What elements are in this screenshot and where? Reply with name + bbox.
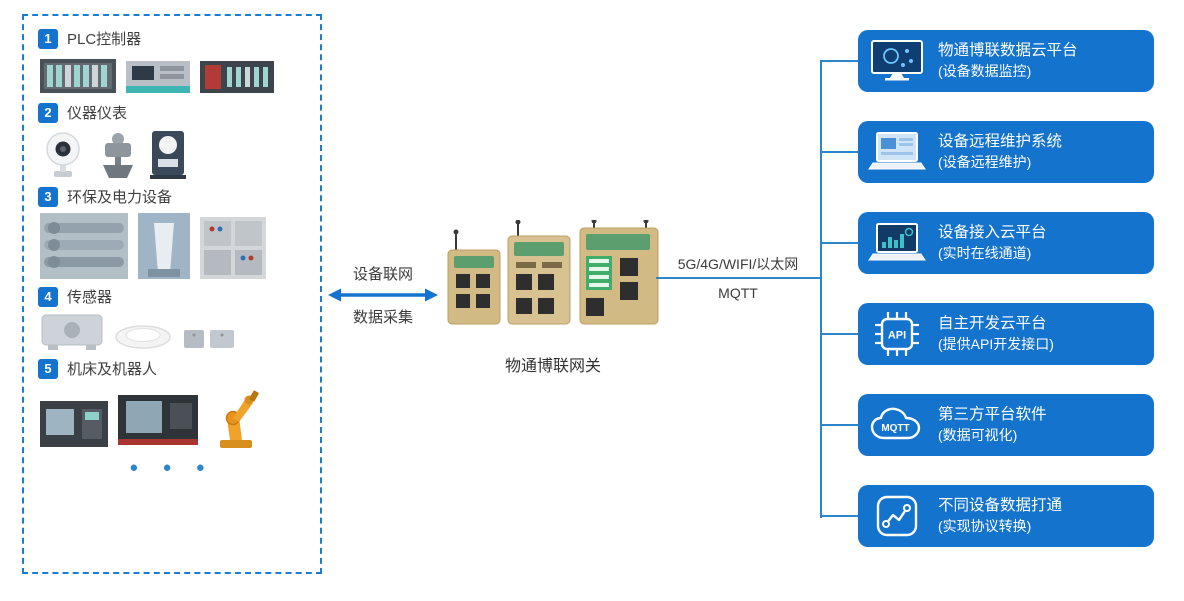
category-header: 3 环保及电力设备 — [38, 186, 306, 207]
gateway-label: 物通博联网关 — [504, 358, 601, 375]
laptop-remote-icon — [866, 131, 928, 173]
mqtt-icon-text: MQTT — [881, 423, 909, 434]
category-header: 2 仪器仪表 — [38, 102, 306, 123]
branch-line-6 — [820, 515, 858, 517]
category-number-badge: 1 — [38, 28, 58, 49]
category-environment-power: 3 环保及电力设备 — [38, 186, 306, 279]
platform-box-remote-maintenance: 设备远程维护系统 (设备远程维护) — [858, 121, 1154, 183]
platform-title: 自主开发云平台 — [938, 315, 1047, 333]
camera-image — [46, 132, 80, 177]
cnc-machine-image — [40, 401, 108, 447]
gateway-to-trunk-line — [656, 277, 822, 279]
line-chart-icon — [866, 493, 928, 539]
laptop-cloud-icon — [866, 222, 928, 264]
trunk-line — [820, 60, 822, 518]
more-devices-ellipsis: ● ● ● — [129, 459, 215, 476]
smoke-detector-image — [115, 325, 171, 349]
branch-line-5 — [820, 424, 858, 426]
category-number-badge: 2 — [38, 102, 58, 123]
category-label: 仪器仪表 — [67, 105, 128, 122]
category-sensors: 4 传感器 — [38, 286, 306, 351]
platform-box-text: 设备接入云平台 (实时在线通道) — [938, 222, 1047, 263]
platform-box-text: 不同设备数据打通 (实现协议转换) — [938, 495, 1062, 536]
door-sensor-image — [184, 330, 234, 348]
sensor-box-image — [41, 314, 103, 350]
platform-title: 不同设备数据打通 — [938, 497, 1063, 515]
valve-image — [103, 133, 133, 178]
platform-box-data-cloud: 物通博联数据云平台 (设备数据监控) — [858, 30, 1154, 92]
device-types-panel: 1 PLC控制器 — [22, 14, 322, 574]
link-mqtt-label: MQTT — [718, 285, 758, 301]
platform-box-api: API 自主开发云平台 (提供API开发接口) — [858, 303, 1154, 365]
link-protocols-label: 5G/4G/WIFI/以太网 — [677, 256, 799, 272]
platform-box-text: 物通博联数据云平台 (设备数据监控) — [938, 40, 1078, 81]
plc-cpu-image — [200, 61, 274, 93]
platform-subtitle: (设备远程维护) — [938, 154, 1032, 171]
category-header: 5 机床及机器人 — [38, 358, 306, 379]
platform-box-data-bridge: 不同设备数据打通 (实现协议转换) — [858, 485, 1154, 547]
category-number-badge: 5 — [38, 358, 58, 379]
category-number-badge: 4 — [38, 286, 58, 307]
double-arrow-icon — [328, 288, 438, 302]
robot-arm-image — [220, 390, 259, 448]
environment-images-row — [40, 213, 304, 279]
platform-box-text: 第三方平台软件 (数据可视化) — [938, 404, 1047, 445]
branch-line-1 — [820, 60, 858, 62]
category-header: 1 PLC控制器 — [38, 28, 306, 49]
gateway-devices-image — [446, 218, 660, 341]
industrial-pipes-image — [40, 213, 128, 279]
branch-line-3 — [820, 242, 858, 244]
plc-images-row — [40, 55, 304, 95]
platform-box-text: 自主开发云平台 (提供API开发接口) — [938, 313, 1054, 354]
api-icon-text: API — [888, 330, 906, 342]
machine-images-row — [40, 385, 304, 449]
device-link-arrow-group: 设备联网 数据采集 — [326, 263, 440, 327]
platform-box-third-party: MQTT 第三方平台软件 (数据可视化) — [858, 394, 1154, 456]
platform-title: 设备远程维护系统 — [938, 133, 1063, 151]
machining-center-image — [118, 395, 198, 445]
category-label: 环保及电力设备 — [67, 189, 173, 206]
category-header: 4 传感器 — [38, 286, 306, 307]
platform-title: 物通博联数据云平台 — [938, 42, 1078, 60]
platform-subtitle: (提供API开发接口) — [938, 336, 1054, 353]
electric-cabinet-image — [200, 217, 266, 279]
api-chip-icon: API — [866, 311, 928, 357]
platform-subtitle: (数据可视化) — [938, 427, 1018, 444]
platform-subtitle: (设备数据监控) — [938, 63, 1032, 80]
platform-subtitle: (实时在线通道) — [938, 245, 1032, 262]
category-label: PLC控制器 — [67, 31, 142, 48]
arrow-label-top: 设备联网 — [352, 266, 413, 283]
platform-title: 设备接入云平台 — [938, 224, 1047, 242]
power-meter-image — [150, 131, 186, 179]
category-label: 传感器 — [67, 289, 113, 306]
platform-box-text: 设备远程维护系统 (设备远程维护) — [938, 131, 1062, 172]
arrow-label-bottom: 数据采集 — [352, 309, 413, 326]
category-number-badge: 3 — [38, 186, 58, 207]
plc-module-image — [126, 61, 190, 93]
category-instruments: 2 仪器仪表 — [38, 102, 306, 179]
monitor-dashboard-icon — [866, 39, 928, 83]
mqtt-cloud-icon: MQTT — [866, 405, 928, 445]
branch-line-4 — [820, 333, 858, 335]
branch-line-2 — [820, 151, 858, 153]
gateway-devices-svg — [447, 218, 659, 325]
plant-tower-image — [138, 213, 190, 279]
category-plc: 1 PLC控制器 — [38, 28, 306, 95]
platform-subtitle: (实现协议转换) — [938, 518, 1032, 535]
sensor-images-row — [40, 313, 304, 351]
category-machines: 5 机床及机器人 — [38, 358, 306, 449]
plc-rack-image — [40, 59, 116, 93]
instrument-images-row — [40, 129, 304, 179]
platform-box-device-access: 设备接入云平台 (实时在线通道) — [858, 212, 1154, 274]
category-label: 机床及机器人 — [67, 361, 158, 378]
platform-title: 第三方平台软件 — [938, 406, 1047, 424]
